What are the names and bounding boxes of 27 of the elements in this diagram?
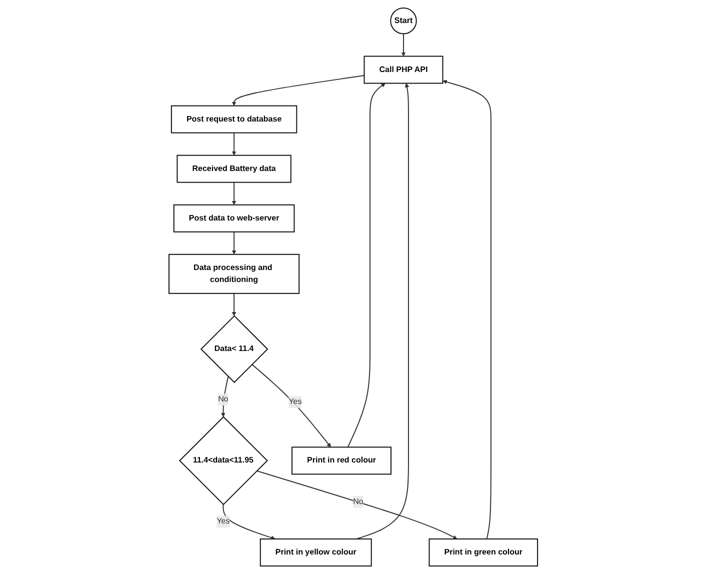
arrow [232, 74, 365, 106]
node-circle: Start [390, 7, 418, 34]
edge-label: Yes [216, 516, 230, 526]
node-box: Print in red colour [292, 446, 392, 474]
arrow [402, 32, 406, 56]
node-box: Print in yellow colour [260, 538, 372, 566]
arrow [256, 470, 458, 539]
arrow [232, 181, 236, 205]
node-diamond: 11.4<data<11.95 [179, 416, 268, 505]
arrow [348, 82, 386, 448]
node-box: Print in green colour [428, 538, 538, 566]
arrow [442, 79, 492, 539]
node-box: Call PHP API [364, 55, 444, 84]
arrow [252, 363, 332, 447]
edge-label: No [353, 496, 364, 506]
arrow [232, 230, 236, 254]
edge-label: Yes [288, 397, 302, 406]
arrow [232, 132, 236, 156]
node-diamond: Data< 11.4 [200, 314, 268, 383]
node-box: Data processing and conditioning [168, 253, 300, 294]
arrow [232, 292, 236, 316]
node-box: Post data to web-server [174, 204, 295, 232]
node-box: Post request to database [171, 104, 298, 133]
arrow [222, 503, 276, 540]
edge-label: No [218, 394, 229, 404]
arrow [221, 376, 229, 417]
node-box: Received Battery data [176, 154, 292, 182]
